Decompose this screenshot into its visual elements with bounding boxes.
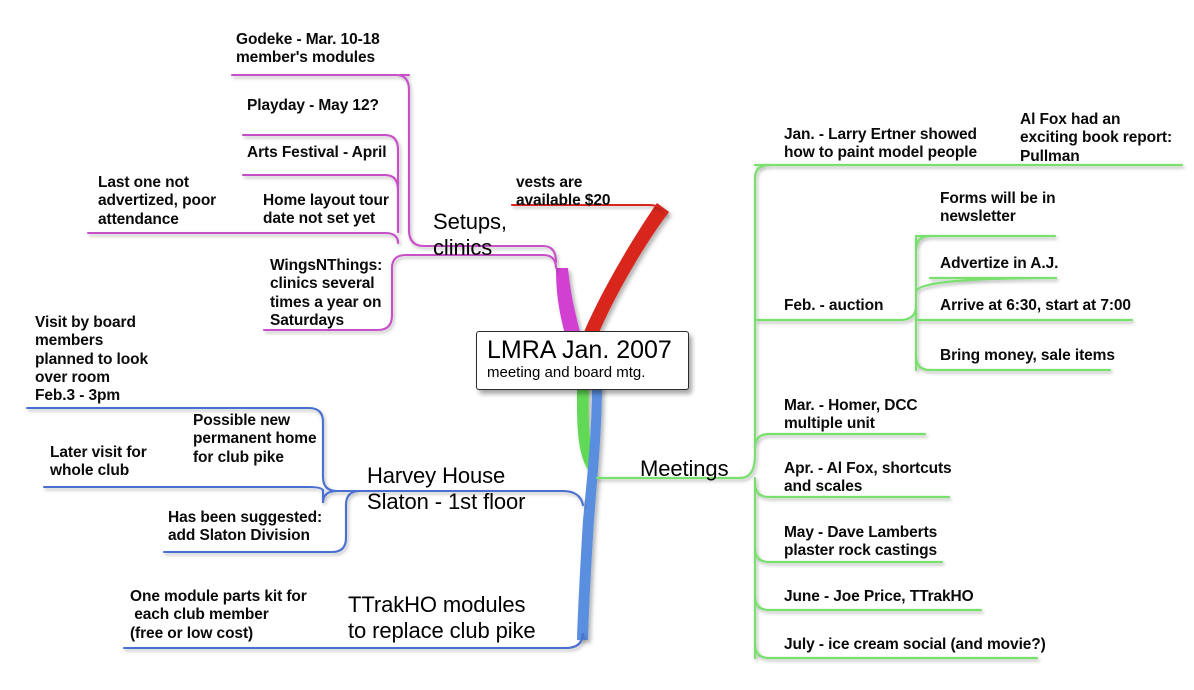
wire-homelayout — [257, 231, 400, 245]
node-possible-new-home[interactable]: Possible new permanent home for club pik… — [193, 412, 317, 466]
node-home-layout-tour[interactable]: Home layout tour date not set yet — [263, 192, 389, 228]
center-node-subtitle: meeting and board mtg. — [487, 364, 646, 382]
node-arrive-630[interactable]: Arrive at 6:30, start at 7:00 — [940, 297, 1131, 314]
center-node[interactable]: LMRA Jan. 2007 meeting and board mtg. — [476, 331, 689, 390]
node-july-icecream[interactable]: July - ice cream social (and movie?) — [784, 636, 1046, 653]
node-wingsnthings[interactable]: WingsNThings: clinics several times a ye… — [270, 257, 383, 329]
wire-mar — [753, 432, 927, 450]
node-bring-money[interactable]: Bring money, sale items — [940, 347, 1115, 364]
node-mar-homer[interactable]: Mar. - Homer, DCC multiple unit — [784, 397, 918, 433]
node-may-lamberts[interactable]: May - Dave Lamberts plaster rock casting… — [784, 524, 938, 560]
node-slaton-division[interactable]: Has been suggested: add Slaton Division — [168, 509, 323, 545]
center-node-title: LMRA Jan. 2007 — [487, 336, 672, 364]
node-later-visit[interactable]: Later visit for whole club — [50, 444, 147, 480]
node-forms-newsletter[interactable]: Forms will be in newsletter — [940, 190, 1056, 226]
wire-jan-down — [738, 176, 757, 480]
trunk-vests — [579, 203, 669, 345]
branch-label-setups[interactable]: Setups, clinics — [433, 209, 507, 260]
node-apr-alfox[interactable]: Apr. - Al Fox, shortcuts and scales — [784, 460, 952, 496]
node-jan[interactable]: Jan. - Larry Ertner showed how to paint … — [784, 126, 977, 162]
branch-label-harvey-house[interactable]: Harvey House Slaton - 1st floor — [367, 463, 526, 514]
node-arts-festival[interactable]: Arts Festival - April — [247, 144, 387, 161]
branch-label-meetings[interactable]: Meetings — [640, 456, 729, 481]
wire-jan-riser — [753, 163, 772, 180]
node-al-fox-book-report[interactable]: Al Fox had an exciting book report: Pull… — [1020, 111, 1173, 165]
node-one-module-parts-kit[interactable]: One module parts kit for each club membe… — [130, 588, 307, 642]
wire-latervisit-line — [42, 485, 325, 493]
node-visit-by-board[interactable]: Visit by board members planned to look o… — [35, 314, 149, 405]
trunk-meetings — [576, 380, 597, 482]
wire-latervisit — [321, 488, 339, 504]
node-advertize-aj[interactable]: Advertize in A.J. — [940, 255, 1059, 272]
wire-advertize-line — [914, 276, 1058, 294]
trunk-harvey-ttrak — [577, 380, 602, 640]
node-feb-auction[interactable]: Feb. - auction — [784, 297, 884, 314]
wire-forms-join — [914, 234, 932, 252]
node-vests[interactable]: vests are available $20 — [516, 174, 611, 210]
node-godeke[interactable]: Godeke - Mar. 10-18 member's modules — [236, 31, 380, 67]
node-playday[interactable]: Playday - May 12? — [247, 97, 379, 114]
node-june-joeprice[interactable]: June - Joe Price, TTrakHO — [784, 588, 974, 605]
branch-label-ttrakho[interactable]: TTrakHO modules to replace club pike — [348, 592, 536, 643]
node-last-one-not-advertized[interactable]: Last one not advertized, poor attendance — [98, 174, 217, 228]
